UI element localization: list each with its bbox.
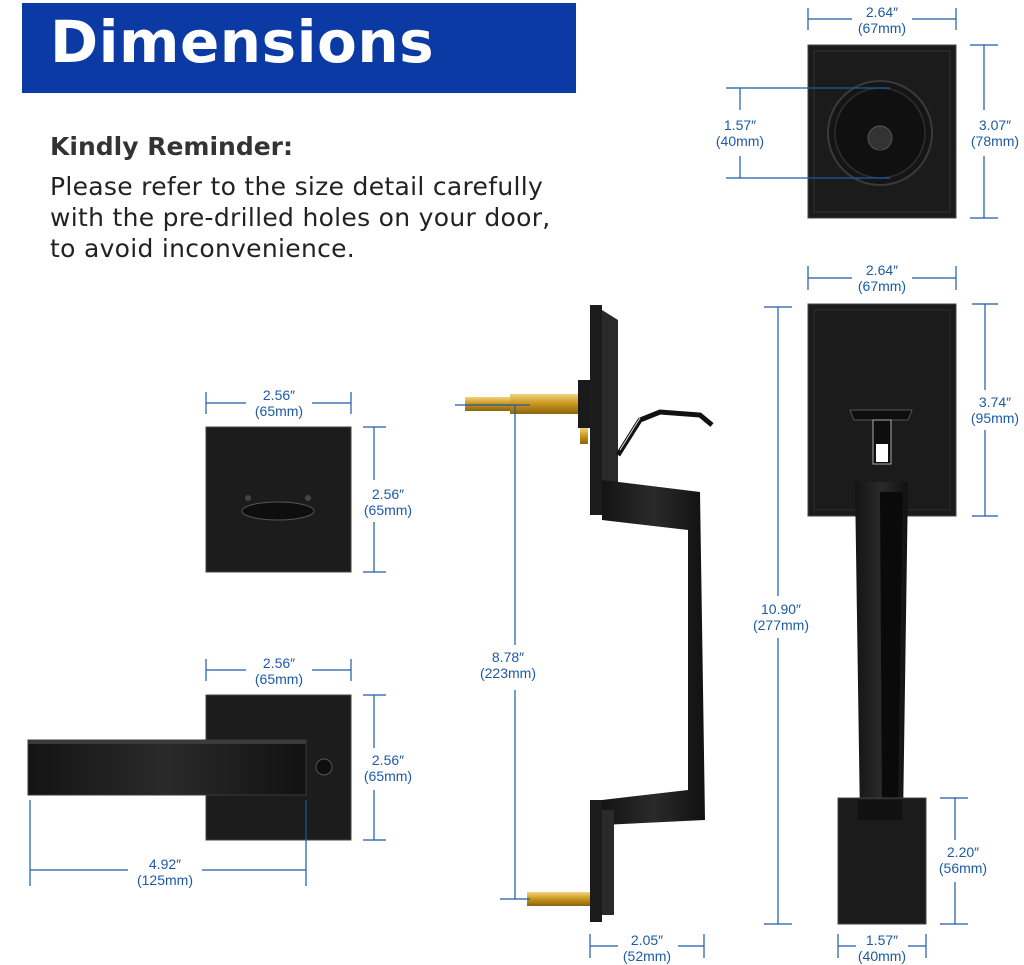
bottom-plate-height-label: 2.20″(56mm) xyxy=(938,844,988,876)
rosette-height-label: 2.56″(65mm) xyxy=(363,486,413,518)
lever xyxy=(27,694,352,841)
lever-dimension-lines xyxy=(29,659,386,886)
reminder-line-1: Please refer to the size detail carefull… xyxy=(50,172,544,201)
overall-height-label: 10.90″(277mm) xyxy=(752,601,809,633)
lever-length-label: 4.92″(125mm) xyxy=(136,856,193,888)
deadbolt-cylinder-label: 1.57″(40mm) xyxy=(715,117,765,149)
deadbolt-plate xyxy=(807,44,957,219)
bottom-plate xyxy=(837,797,927,925)
thumb-plate xyxy=(807,303,957,517)
lever-rose-width-label: 2.56″(65mm) xyxy=(254,655,304,687)
thumb-plate-width-label: 2.64″(67mm) xyxy=(857,262,907,294)
rosette-width-label: 2.56″(65mm) xyxy=(254,387,304,419)
reminder-line-3: to avoid inconvenience. xyxy=(50,234,356,263)
handle-center-label: 8.78″(223mm) xyxy=(479,649,536,681)
side-dimension-lines xyxy=(455,404,705,958)
deadbolt-width-label: 2.64″(67mm) xyxy=(857,4,907,36)
front-grip xyxy=(855,482,908,820)
page-title: Dimensions xyxy=(50,8,435,76)
bottom-plate-width-label: 1.57″(40mm) xyxy=(857,932,907,964)
deadbolt-dimension-lines xyxy=(726,8,998,219)
deadbolt-height-label: 3.07″(78mm) xyxy=(970,117,1020,149)
lever-rose-height-label: 2.56″(65mm) xyxy=(363,752,413,784)
rosette-dimension-lines xyxy=(205,392,386,573)
rosette xyxy=(205,426,352,573)
front-dimension-lines xyxy=(764,266,998,958)
handle-projection-label: 2.05″(52mm) xyxy=(622,932,672,964)
thumb-plate-height-label: 3.74″(95mm) xyxy=(970,394,1020,426)
reminder-line-2: with the pre-drilled holes on your door, xyxy=(50,203,551,232)
reminder-title: Kindly Reminder: xyxy=(50,132,294,161)
side-profile xyxy=(465,305,714,922)
title-banner: Dimensions xyxy=(22,3,576,93)
